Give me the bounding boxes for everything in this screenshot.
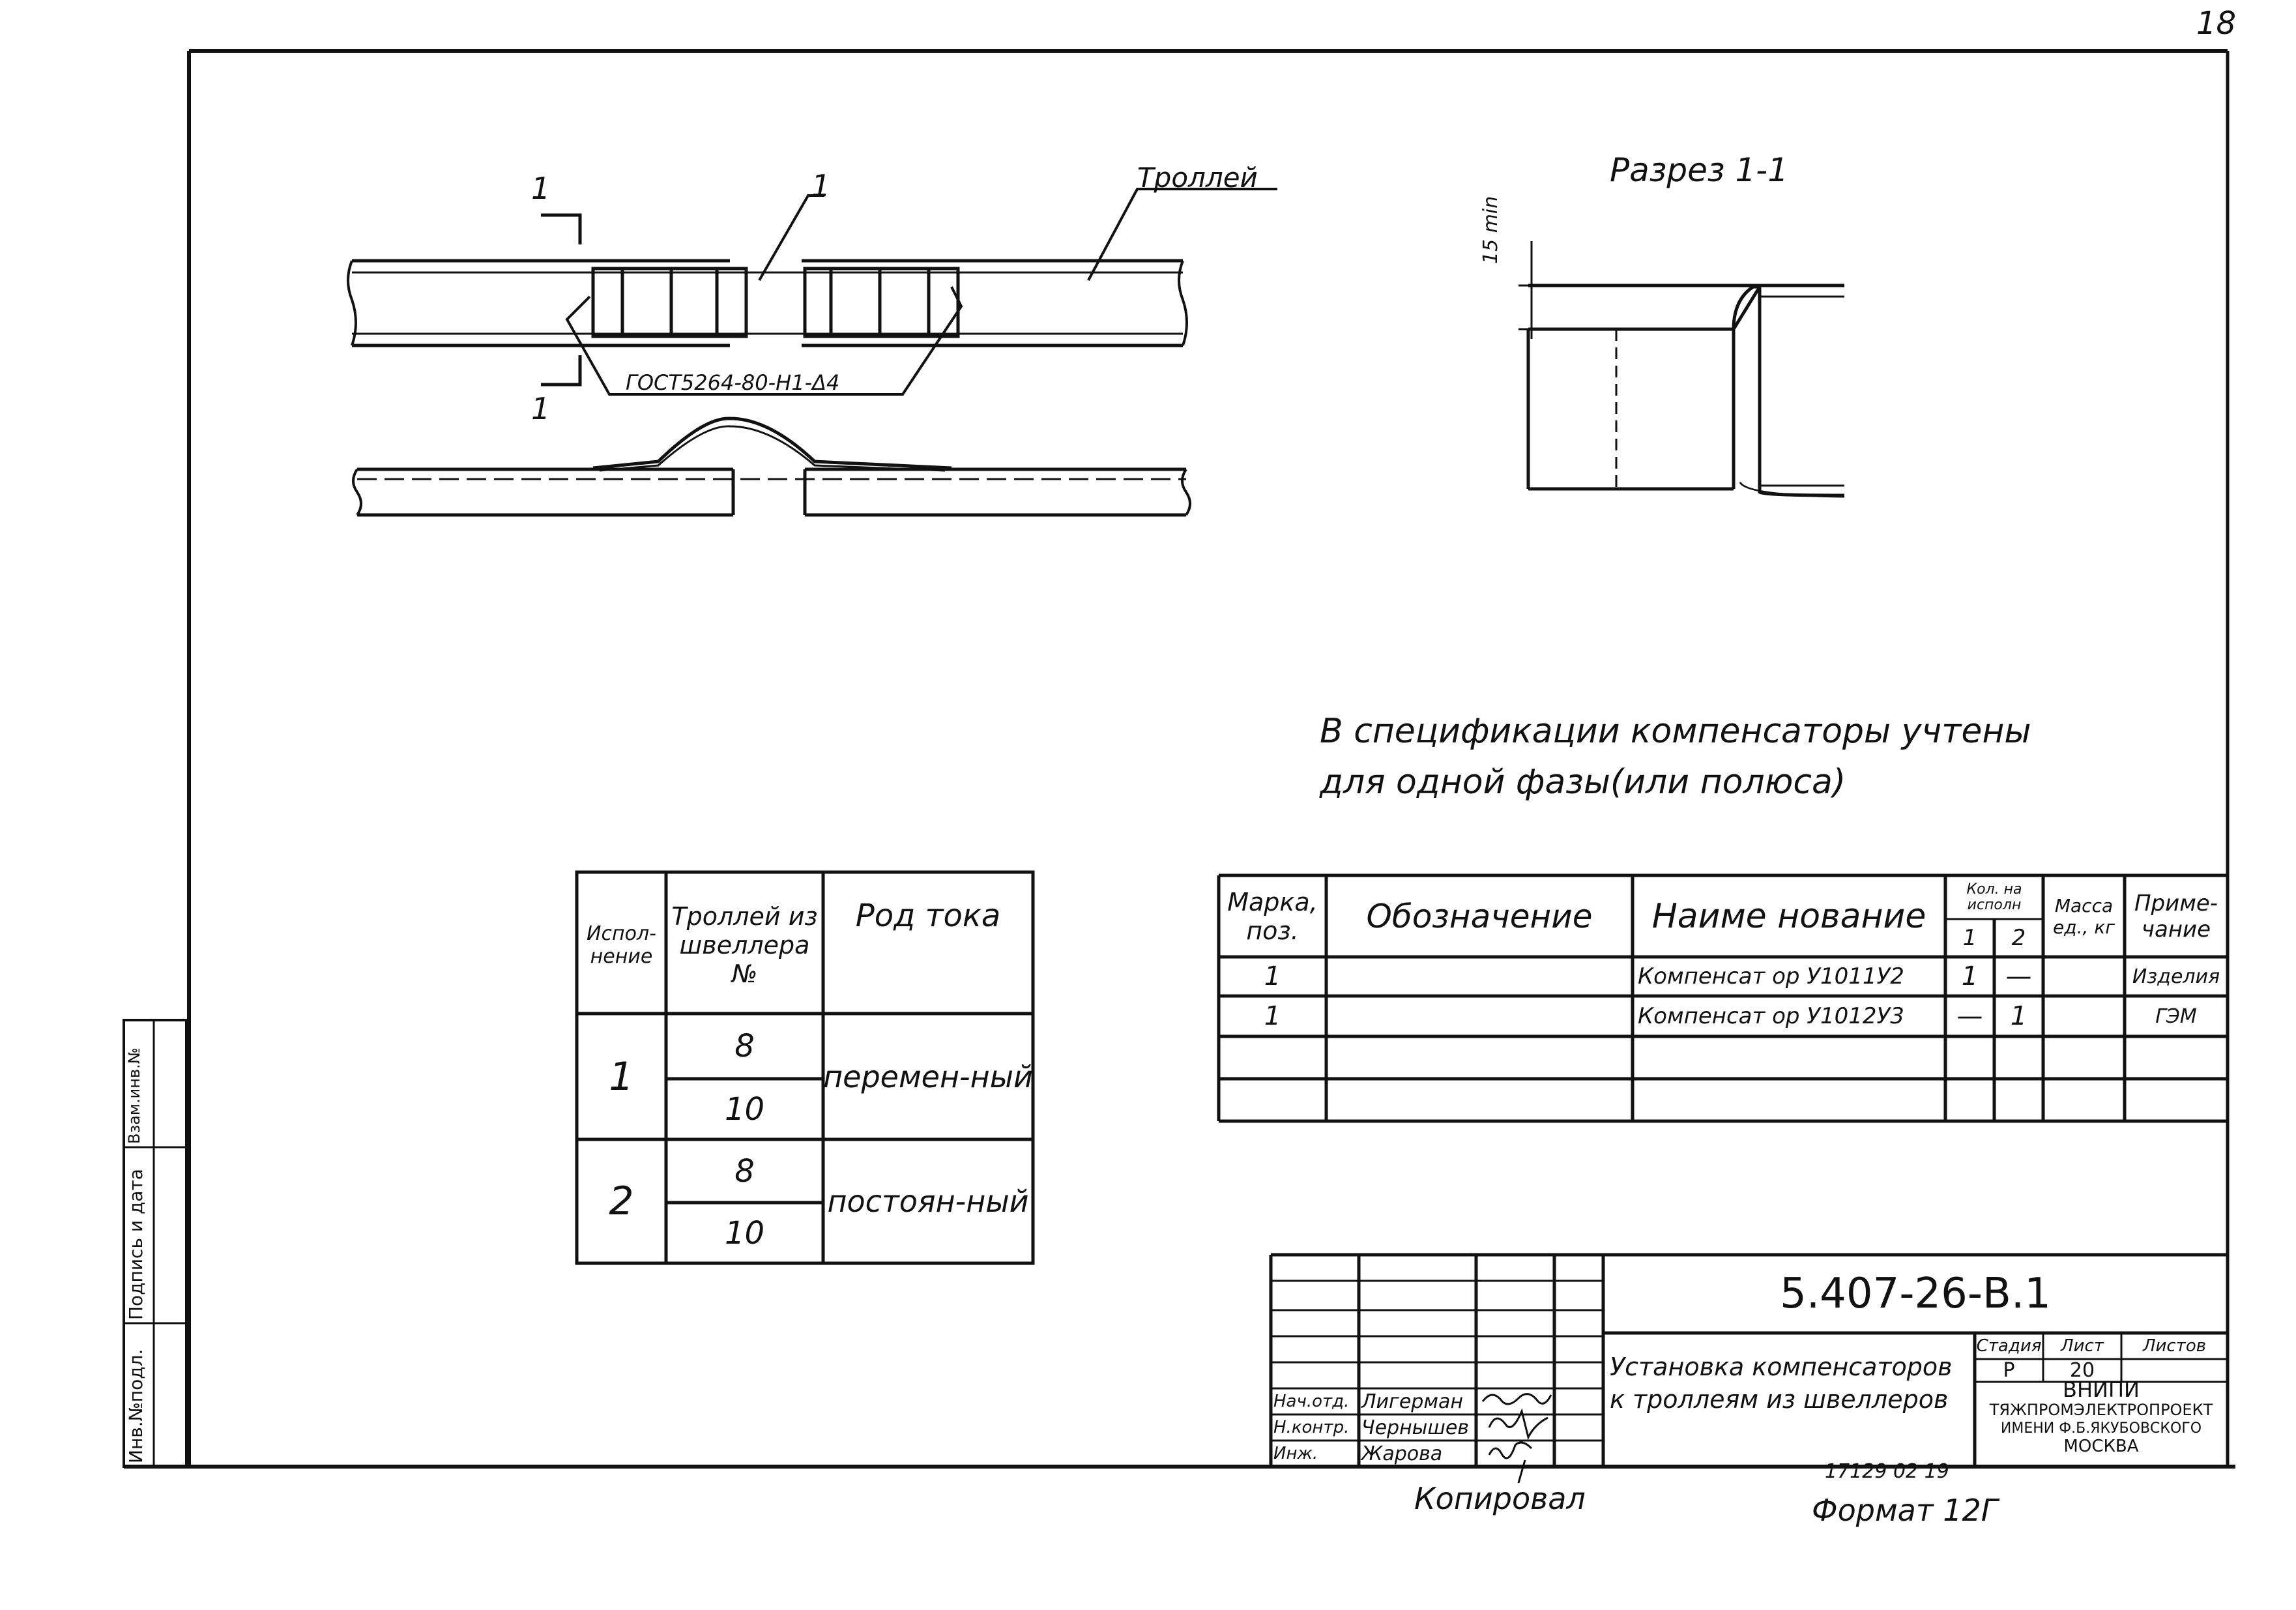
variant-header-current: Род тока	[855, 898, 1001, 934]
sig-role-2: Н.контр.	[1273, 1418, 1350, 1437]
variant-row-1-number: 1	[609, 1053, 634, 1100]
title-line-1: Установка компенсаторов	[1610, 1353, 1953, 1381]
variant-header-trolley: Троллей из швеллера №	[671, 902, 818, 988]
spec-header-mark: Марка, поз.	[1227, 887, 1318, 945]
side-stamp-sign: Подпись и дата	[125, 1169, 147, 1320]
spec-row-1-mark: 1	[1264, 961, 1281, 991]
footer-format: Формат 12Г	[1812, 1493, 1998, 1528]
section-mark-bottom: 1	[531, 391, 551, 426]
sheets-label: Листов	[2142, 1336, 2207, 1356]
variant-row-2-current: постоян-ный	[827, 1184, 1029, 1219]
variant-header-variant: Испол-нение	[587, 922, 656, 968]
spec-row-2-name: Компенсат ор У1012У3	[1638, 1003, 1904, 1029]
variant-row-1-size-b: 10	[724, 1090, 765, 1128]
sig-role-3: Инж.	[1273, 1444, 1318, 1463]
spec-header-mass: Масса ед., кг	[2053, 894, 2115, 938]
stage-label: Стадия	[1976, 1336, 2042, 1356]
sheet-label: Лист	[2061, 1336, 2104, 1356]
org-line-3: ИМЕНИ Ф.Б.ЯКУБОВСКОГО	[2000, 1420, 2202, 1437]
footer-code: 17129 02 19	[1825, 1460, 1949, 1483]
org-line-2: ТЯЖПРОМЭЛЕКТРОПРОЕКТ	[1989, 1401, 2213, 1419]
spec-row-2-note: ГЭМ	[2155, 1004, 2197, 1028]
sig-name-1: Лигерман	[1361, 1390, 1463, 1413]
spec-row-1-note: Изделия	[2132, 965, 2220, 988]
variant-row-1-size-a: 8	[734, 1028, 755, 1064]
org-line-4: МОСКВА	[2063, 1437, 2139, 1456]
spec-header-qty: Кол. на исполн	[1966, 881, 2022, 913]
footer-copied: Копировал	[1414, 1481, 1586, 1516]
position-1-label: 1	[811, 168, 831, 203]
spec-header-qty-1: 1	[1962, 925, 1977, 951]
side-stamp-inv: Инв.№подл.	[125, 1349, 147, 1463]
side-stamp-vzam: Взам.инв.№	[125, 1047, 143, 1144]
variant-row-1-current: перемен-ный	[823, 1059, 1033, 1094]
document-number: 5.407-26-В.1	[1780, 1270, 2051, 1318]
sig-name-2: Чернышев	[1361, 1416, 1469, 1439]
sig-role-1: Нач.отд.	[1273, 1392, 1350, 1411]
spec-row-1-name: Компенсат ор У1011У2	[1638, 963, 1904, 989]
sig-name-3: Жарова	[1361, 1442, 1443, 1465]
sheet-value: 20	[2069, 1359, 2095, 1382]
spec-row-2-mark: 1	[1264, 1001, 1281, 1031]
variant-row-2-size-a: 8	[734, 1152, 755, 1190]
section-title: Разрез 1-1	[1610, 151, 1789, 189]
spec-row-1-q2: —	[2005, 961, 2032, 991]
spec-row-2-q1: —	[1956, 1001, 1983, 1031]
weld-note: ГОСТ5264-80-Н1-Δ4	[626, 370, 840, 395]
page-number: 18	[2196, 5, 2237, 42]
spec-header-qty-2: 2	[2011, 925, 2026, 951]
stage-value: Р	[2003, 1359, 2015, 1382]
spec-header-designation: Обозначение	[1366, 897, 1593, 935]
spec-header-note: Приме-чание	[2134, 890, 2218, 943]
section-mark-top: 1	[531, 171, 551, 206]
spec-header-name: Наиме нование	[1651, 896, 1926, 936]
note-line-2: для одной фазы(или полюса)	[1320, 763, 1846, 802]
org-line-1: ВНИПИ	[2063, 1377, 2140, 1402]
variant-row-2-number: 2	[609, 1178, 634, 1224]
trolley-label: Троллей	[1137, 162, 1258, 194]
note-line-1: В спецификации компенсаторы учтены	[1320, 712, 2031, 751]
spec-row-2-q2: 1	[2010, 1001, 2027, 1031]
variant-row-2-size-b: 10	[724, 1214, 765, 1251]
spec-row-1-q1: 1	[1961, 961, 1979, 991]
title-line-2: к троллеям из швеллеров	[1610, 1385, 1949, 1414]
